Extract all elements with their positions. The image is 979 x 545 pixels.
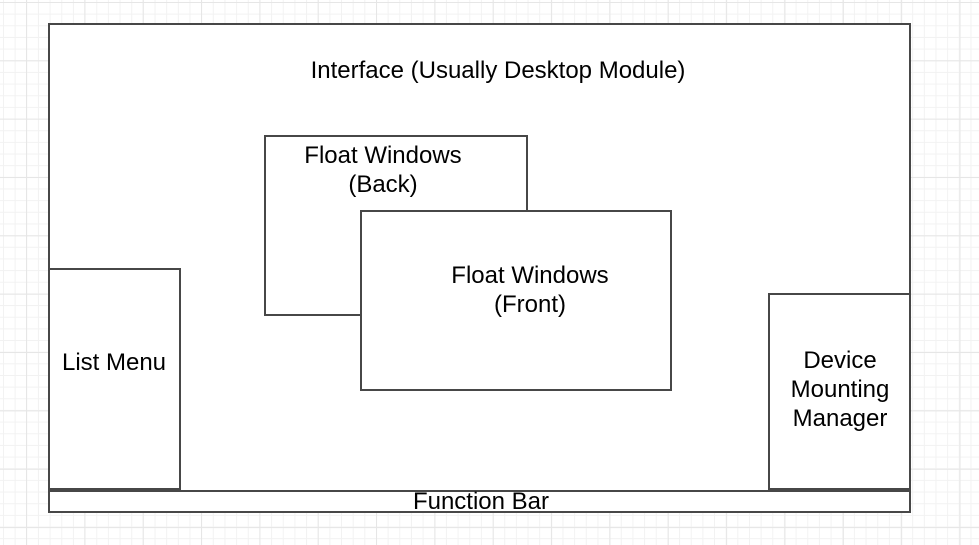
- float-windows-front-label: Float Windows (Front): [410, 261, 650, 319]
- label-line: (Front): [494, 291, 566, 318]
- function-bar-label: Function Bar: [412, 488, 550, 515]
- label-line: Manager: [792, 405, 888, 432]
- label-line: Mounting: [790, 376, 890, 403]
- list-menu-box[interactable]: [48, 268, 181, 490]
- list-menu-label: List Menu: [61, 349, 167, 376]
- float-windows-back-label: Float Windows (Back): [263, 141, 503, 199]
- label-line: (Back): [348, 171, 418, 198]
- device-mounting-manager-box[interactable]: [768, 293, 911, 490]
- float-windows-front-box[interactable]: [360, 210, 672, 391]
- label-line: Device: [803, 347, 877, 374]
- label-line: Float Windows: [304, 142, 462, 169]
- interface-label: Interface (Usually Desktop Module): [310, 57, 686, 84]
- device-mounting-manager-label: Device Mounting Manager: [740, 346, 940, 433]
- function-bar-box[interactable]: [48, 490, 911, 513]
- label-line: Float Windows: [451, 262, 609, 289]
